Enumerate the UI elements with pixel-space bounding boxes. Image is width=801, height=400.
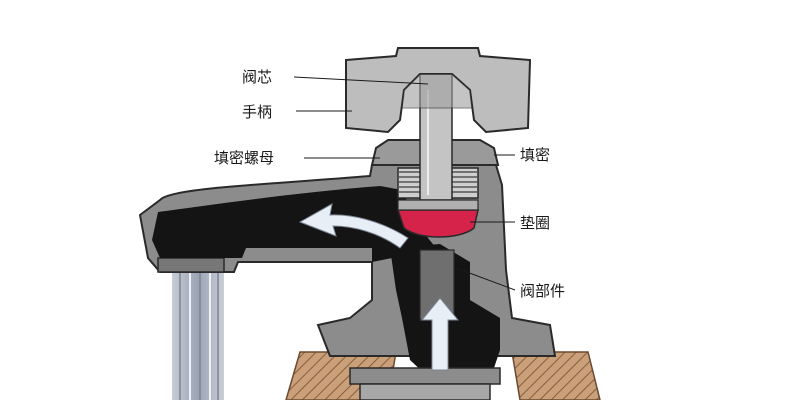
label-packing: 填密 [520, 146, 550, 164]
handle [345, 47, 532, 134]
flow-arrow-left [298, 203, 409, 249]
water-channel [152, 186, 501, 400]
label-packing-nut: 填密螺母 [214, 149, 274, 167]
water-stream [172, 272, 224, 400]
label-valve-core: 阀芯 [242, 68, 272, 86]
countertop [285, 351, 601, 400]
flow-arrow-up [420, 297, 460, 371]
washer [396, 199, 479, 238]
label-handle: 手柄 [242, 103, 272, 121]
leader-lines [293, 76, 516, 291]
label-washer: 垫圈 [520, 214, 550, 232]
label-valve-body: 阀部件 [520, 282, 565, 300]
